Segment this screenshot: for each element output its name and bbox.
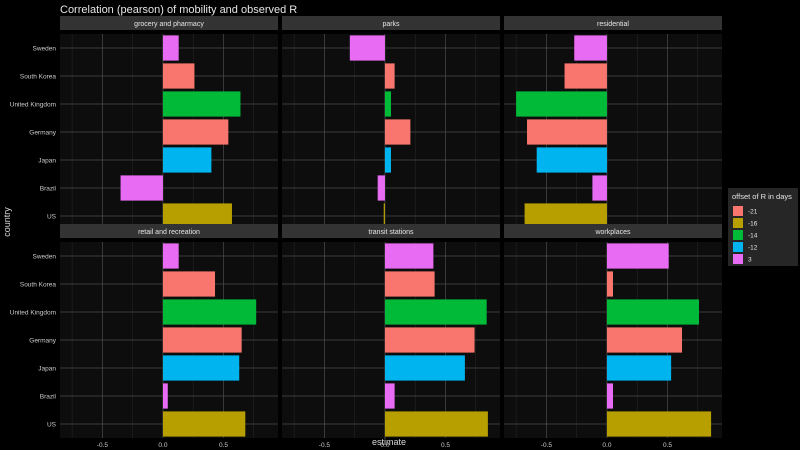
y-tick-label: United Kingdom (10, 102, 56, 109)
panel-strip (60, 16, 278, 30)
panel-strip (504, 224, 722, 238)
bar (527, 119, 607, 145)
bar (606, 299, 699, 325)
panel-transit-stations: transit stations -0.5 0.0 0.5 (282, 224, 500, 449)
bar (377, 175, 385, 201)
bar (162, 383, 168, 409)
panel-strip (282, 224, 500, 238)
panel-strip (60, 224, 278, 238)
x-tick-label: -0.5 (319, 442, 331, 449)
legend-label: -12 (748, 245, 758, 252)
x-tick-label: 0.5 (441, 442, 450, 449)
bar (516, 91, 607, 117)
bar (564, 63, 607, 89)
panel-title: parks (382, 21, 400, 28)
bar (384, 355, 465, 381)
legend-title: offset of R in days (732, 192, 792, 201)
bar (162, 91, 241, 117)
bar (606, 411, 712, 437)
bar (606, 243, 669, 269)
y-axis-title: country (2, 207, 12, 237)
legend-swatch (733, 230, 743, 240)
panel-parks: parks (282, 16, 500, 230)
y-tick-label: South Korea (20, 74, 57, 81)
bar (384, 299, 487, 325)
y-tick-label: South Korea (20, 282, 57, 289)
bar (384, 327, 475, 353)
bar (162, 63, 195, 89)
y-tick-label: Germany (29, 130, 56, 137)
x-tick-label: 0.5 (219, 442, 228, 449)
legend-swatch (733, 218, 743, 228)
bar (574, 35, 607, 61)
bar (349, 35, 385, 61)
legend-label: 3 (748, 257, 752, 264)
x-tick-label: 0.0 (380, 442, 389, 449)
panel-workplaces: workplaces -0.5 0.0 0.5 (504, 224, 722, 449)
bar (384, 243, 434, 269)
legend-swatch (733, 254, 743, 264)
legend-label: -16 (748, 221, 758, 228)
bar (384, 119, 411, 145)
bar (162, 119, 229, 145)
bar (384, 63, 395, 89)
bar (383, 203, 385, 229)
y-tick-label: US (47, 214, 57, 221)
x-tick-label: -0.5 (97, 442, 109, 449)
legend: offset of R in days -21 -16 -14 -12 3 (728, 188, 798, 266)
y-tick-label: Japan (38, 158, 56, 165)
y-tick-label: Japan (38, 366, 56, 373)
x-tick-label: 0.5 (663, 442, 672, 449)
y-tick-label: Germany (29, 338, 56, 345)
panel-strip (504, 16, 722, 30)
bar (162, 243, 179, 269)
panel-title: workplaces (594, 229, 631, 236)
bar (162, 271, 216, 297)
y-tick-label: US (47, 422, 57, 429)
y-tick-label: Brazil (40, 394, 57, 401)
panel-strip (282, 16, 500, 30)
bar (384, 91, 391, 117)
bar (162, 147, 212, 173)
bar (162, 327, 242, 353)
legend-swatch (733, 242, 743, 252)
bar (120, 175, 163, 201)
bar (162, 35, 179, 61)
y-tick-label: Brazil (40, 186, 57, 193)
panel-title: retail and recreation (138, 229, 200, 236)
bar (384, 147, 391, 173)
y-tick-label: Sweden (33, 46, 57, 53)
x-tick-label: -0.5 (541, 442, 553, 449)
panel-residential: residential (504, 16, 722, 230)
legend-swatch (733, 206, 743, 216)
bar (162, 299, 257, 325)
bar (384, 383, 395, 409)
bar (162, 355, 240, 381)
x-axis-title: estimate (372, 437, 406, 447)
x-tick-label: 0.0 (158, 442, 167, 449)
y-tick-label: Sweden (33, 254, 57, 261)
legend-label: -21 (748, 209, 758, 216)
panel-title: transit stations (368, 229, 414, 236)
chart-title: Correlation (pearson) of mobility and ob… (60, 4, 297, 16)
bar (162, 411, 246, 437)
panel-title: grocery and pharmacy (134, 21, 204, 28)
x-tick-label: 0.0 (602, 442, 611, 449)
legend-label: -14 (748, 233, 758, 240)
bar (536, 147, 607, 173)
panel-title: residential (597, 21, 629, 28)
bar (384, 271, 435, 297)
bar (606, 327, 683, 353)
bar (592, 175, 607, 201)
bar (606, 383, 613, 409)
bar (606, 355, 672, 381)
y-tick-label: United Kingdom (10, 310, 56, 317)
bar (606, 271, 613, 297)
bar (384, 411, 488, 437)
